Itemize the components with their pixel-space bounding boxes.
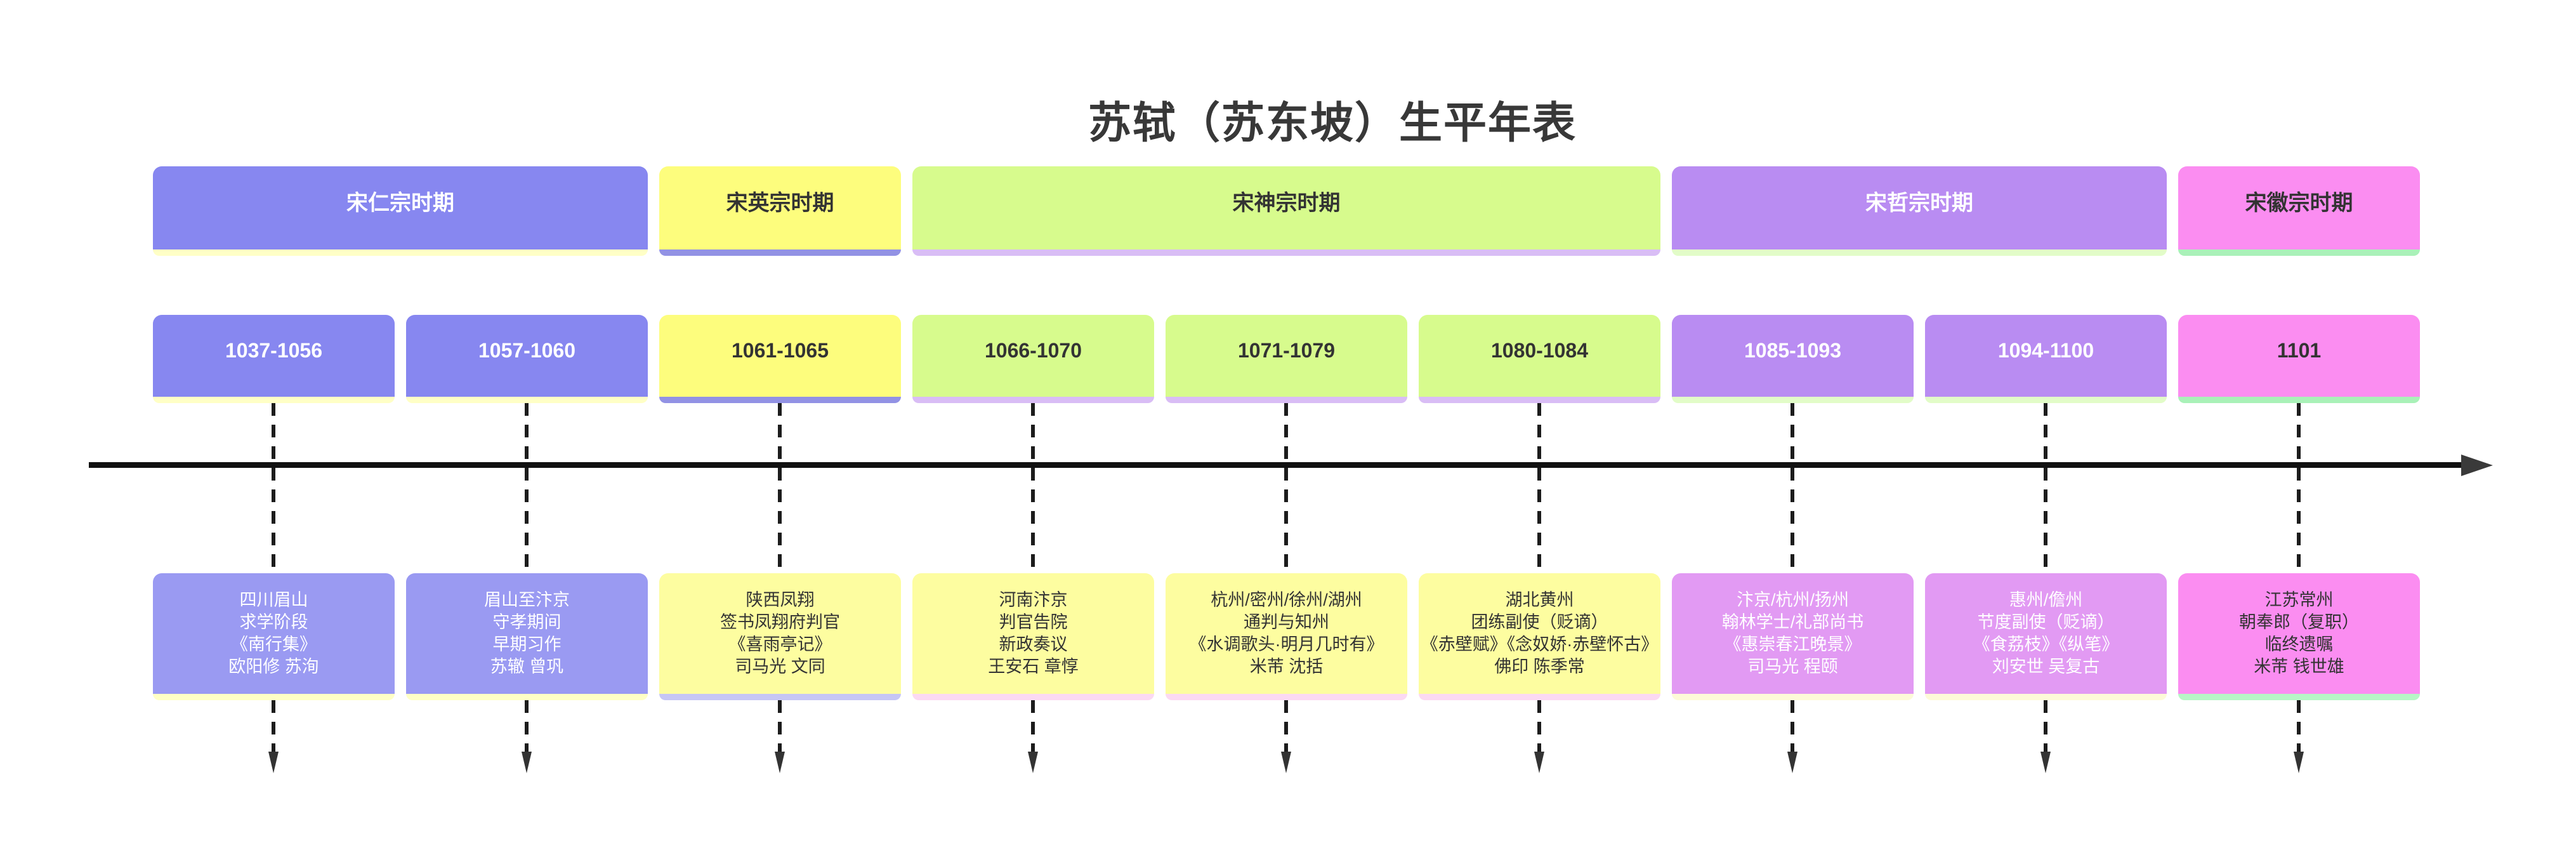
event-box-hangzhou: 杭州/密州/徐州/湖州 通判与知州 《水调歌头·明月几时有》 米芾 沈括 — [1166, 573, 1407, 700]
event-text: 惠州/儋州 节度副使（贬谪） 《食荔枝》《纵笔》 刘安世 吴复古 — [1925, 573, 2167, 694]
section-header-zhezong: 宋哲宗时期 — [1672, 166, 2167, 256]
down-arrowhead-icon — [268, 752, 279, 773]
period-range: 1057-1060 — [406, 315, 648, 397]
timeline-axis — [89, 462, 2466, 468]
period-range: 1071-1079 — [1166, 315, 1407, 397]
period-range: 1066-1070 — [912, 315, 1154, 397]
box-bottom-strip — [406, 694, 648, 700]
event-text: 江苏常州 朝奉郎（复职） 临终遗嘱 米芾 钱世雄 — [2178, 573, 2420, 694]
box-bottom-strip — [912, 694, 1154, 700]
dashed-connector — [2044, 700, 2047, 752]
section-header-renzong: 宋仁宗时期 — [153, 166, 648, 256]
event-text: 杭州/密州/徐州/湖州 通判与知州 《水调歌头·明月几时有》 米芾 沈括 — [1166, 573, 1407, 694]
box-bottom-strip — [1166, 694, 1407, 700]
box-bottom-strip — [912, 397, 1154, 403]
page-title: 苏轼（苏东坡）生平年表 — [1088, 99, 1577, 147]
period-box-1057-1060: 1057-1060 — [406, 315, 648, 403]
dashed-connector — [272, 700, 275, 752]
box-bottom-strip — [2178, 249, 2420, 256]
down-arrowhead-icon — [775, 752, 785, 773]
box-bottom-strip — [1419, 694, 1660, 700]
dashed-connector — [1031, 403, 1035, 573]
event-text: 陕西凤翔 签书凤翔府判官 《喜雨亭记》 司马光 文同 — [659, 573, 901, 694]
period-range: 1101 — [2178, 315, 2420, 397]
section-header-label: 宋神宗时期 — [912, 166, 1660, 249]
period-range: 1085-1093 — [1672, 315, 1914, 397]
event-box-meishan: 四川眉山 求学阶段 《南行集》 欧阳修 苏洵 — [153, 573, 395, 700]
section-header-label: 宋徽宗时期 — [2178, 166, 2420, 249]
section-header-shenzong: 宋神宗时期 — [912, 166, 1660, 256]
event-box-changzhou: 江苏常州 朝奉郎（复职） 临终遗嘱 米芾 钱世雄 — [2178, 573, 2420, 700]
event-text: 汴京/杭州/扬州 翰林学士/礼部尚书 《惠崇春江晚景》 司马光 程颐 — [1672, 573, 1914, 694]
box-bottom-strip — [153, 397, 395, 403]
period-box-1085-1093: 1085-1093 — [1672, 315, 1914, 403]
section-header-label: 宋英宗时期 — [659, 166, 901, 249]
event-text: 湖北黄州 团练副使（贬谪） 《赤壁赋》《念奴娇·赤壁怀古》 佛印 陈季常 — [1419, 573, 1660, 694]
event-box-henan: 河南汴京 判官告院 新政奏议 王安石 章惇 — [912, 573, 1154, 700]
event-box-bianjing: 眉山至汴京 守孝期间 早期习作 苏辙 曾巩 — [406, 573, 648, 700]
period-range: 1080-1084 — [1419, 315, 1660, 397]
down-arrowhead-icon — [2294, 752, 2304, 773]
period-range: 1094-1100 — [1925, 315, 2167, 397]
box-bottom-strip — [1419, 397, 1660, 403]
event-text: 眉山至汴京 守孝期间 早期习作 苏辙 曾巩 — [406, 573, 648, 694]
down-arrowhead-icon — [1281, 752, 1291, 773]
period-box-1101: 1101 — [2178, 315, 2420, 403]
dashed-connector — [1537, 700, 1541, 752]
box-bottom-strip — [1925, 694, 2167, 700]
period-range: 1037-1056 — [153, 315, 395, 397]
section-header-huizong: 宋徽宗时期 — [2178, 166, 2420, 256]
event-box-hanlin: 汴京/杭州/扬州 翰林学士/礼部尚书 《惠崇春江晚景》 司马光 程颐 — [1672, 573, 1914, 700]
box-bottom-strip — [1672, 694, 1914, 700]
box-bottom-strip — [1672, 397, 1914, 403]
dashed-connector — [1791, 403, 1794, 573]
box-bottom-strip — [1672, 249, 2167, 256]
event-text: 河南汴京 判官告院 新政奏议 王安石 章惇 — [912, 573, 1154, 694]
event-box-fengxiang: 陕西凤翔 签书凤翔府判官 《喜雨亭记》 司马光 文同 — [659, 573, 901, 700]
box-bottom-strip — [912, 249, 1660, 256]
box-bottom-strip — [2178, 397, 2420, 403]
down-arrowhead-icon — [1787, 752, 1797, 773]
period-box-1037-1056: 1037-1056 — [153, 315, 395, 403]
box-bottom-strip — [153, 694, 395, 700]
box-bottom-strip — [659, 694, 901, 700]
event-box-huizhou: 惠州/儋州 节度副使（贬谪） 《食荔枝》《纵笔》 刘安世 吴复古 — [1925, 573, 2167, 700]
period-box-1071-1079: 1071-1079 — [1166, 315, 1407, 403]
dashed-connector — [2044, 403, 2047, 573]
box-bottom-strip — [406, 397, 648, 403]
dashed-connector — [525, 700, 529, 752]
dashed-connector — [1031, 700, 1035, 752]
dashed-connector — [1791, 700, 1794, 752]
event-text: 四川眉山 求学阶段 《南行集》 欧阳修 苏洵 — [153, 573, 395, 694]
box-bottom-strip — [659, 397, 901, 403]
section-header-yingzong: 宋英宗时期 — [659, 166, 901, 256]
box-bottom-strip — [2178, 694, 2420, 700]
down-arrowhead-icon — [2040, 752, 2051, 773]
period-box-1066-1070: 1066-1070 — [912, 315, 1154, 403]
dashed-connector — [778, 403, 782, 573]
dashed-connector — [778, 700, 782, 752]
section-header-label: 宋仁宗时期 — [153, 166, 648, 249]
dashed-connector — [1284, 403, 1288, 573]
dashed-connector — [525, 403, 529, 573]
dashed-connector — [1537, 403, 1541, 573]
down-arrowhead-icon — [1534, 752, 1544, 773]
down-arrowhead-icon — [1028, 752, 1038, 773]
period-box-1061-1065: 1061-1065 — [659, 315, 901, 403]
box-bottom-strip — [1925, 397, 2167, 403]
period-range: 1061-1065 — [659, 315, 901, 397]
box-bottom-strip — [153, 249, 648, 256]
box-bottom-strip — [1166, 397, 1407, 403]
period-box-1080-1084: 1080-1084 — [1419, 315, 1660, 403]
down-arrowhead-icon — [522, 752, 532, 773]
event-box-huangzhou: 湖北黄州 团练副使（贬谪） 《赤壁赋》《念奴娇·赤壁怀古》 佛印 陈季常 — [1419, 573, 1660, 700]
section-header-label: 宋哲宗时期 — [1672, 166, 2167, 249]
axis-arrowhead-icon — [2461, 455, 2493, 476]
dashed-connector — [1284, 700, 1288, 752]
period-box-1094-1100: 1094-1100 — [1925, 315, 2167, 403]
dashed-connector — [2297, 403, 2301, 573]
dashed-connector — [2297, 700, 2301, 752]
box-bottom-strip — [659, 249, 901, 256]
dashed-connector — [272, 403, 275, 573]
